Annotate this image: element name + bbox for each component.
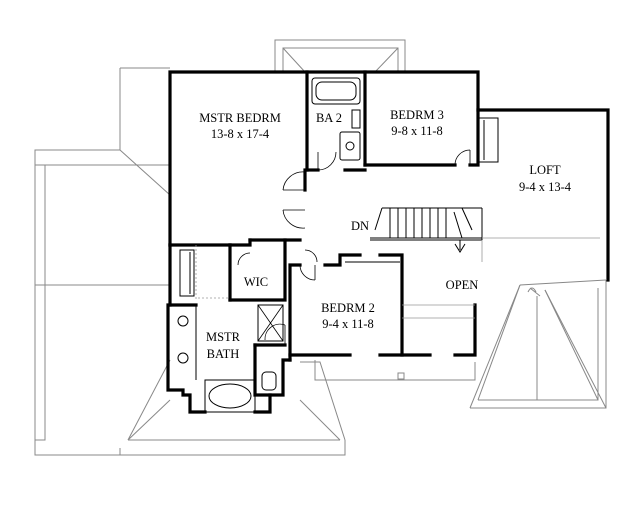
stairs xyxy=(370,207,483,253)
walls xyxy=(166,70,610,414)
loft-size: 9-4 x 13-4 xyxy=(519,180,572,194)
fixtures xyxy=(177,77,600,413)
open-name: OPEN xyxy=(446,278,479,292)
master-bedroom-name: MSTR BEDRM xyxy=(199,111,281,125)
bedroom2-size: 9-4 x 11-8 xyxy=(322,317,374,331)
doors xyxy=(237,149,471,345)
bedroom3-name: BEDRM 3 xyxy=(390,108,444,122)
stairs-down-label: DN xyxy=(351,219,369,233)
roof-lines xyxy=(34,39,607,456)
master-bath-name-line2: BATH xyxy=(207,347,240,361)
loft-name: LOFT xyxy=(529,163,561,177)
bath2-name: BA 2 xyxy=(316,111,342,125)
bedroom3-size: 9-8 x 11-8 xyxy=(391,124,443,138)
wic-name: WIC xyxy=(244,275,268,289)
master-bath-name: MSTR xyxy=(206,330,241,344)
bedroom2-name: BEDRM 2 xyxy=(321,301,375,315)
master-bedroom-size: 13-8 x 17-4 xyxy=(211,127,270,141)
room-labels: MSTR BEDRM 13-8 x 17-4 BA 2 BEDRM 3 9-8 … xyxy=(199,108,572,361)
